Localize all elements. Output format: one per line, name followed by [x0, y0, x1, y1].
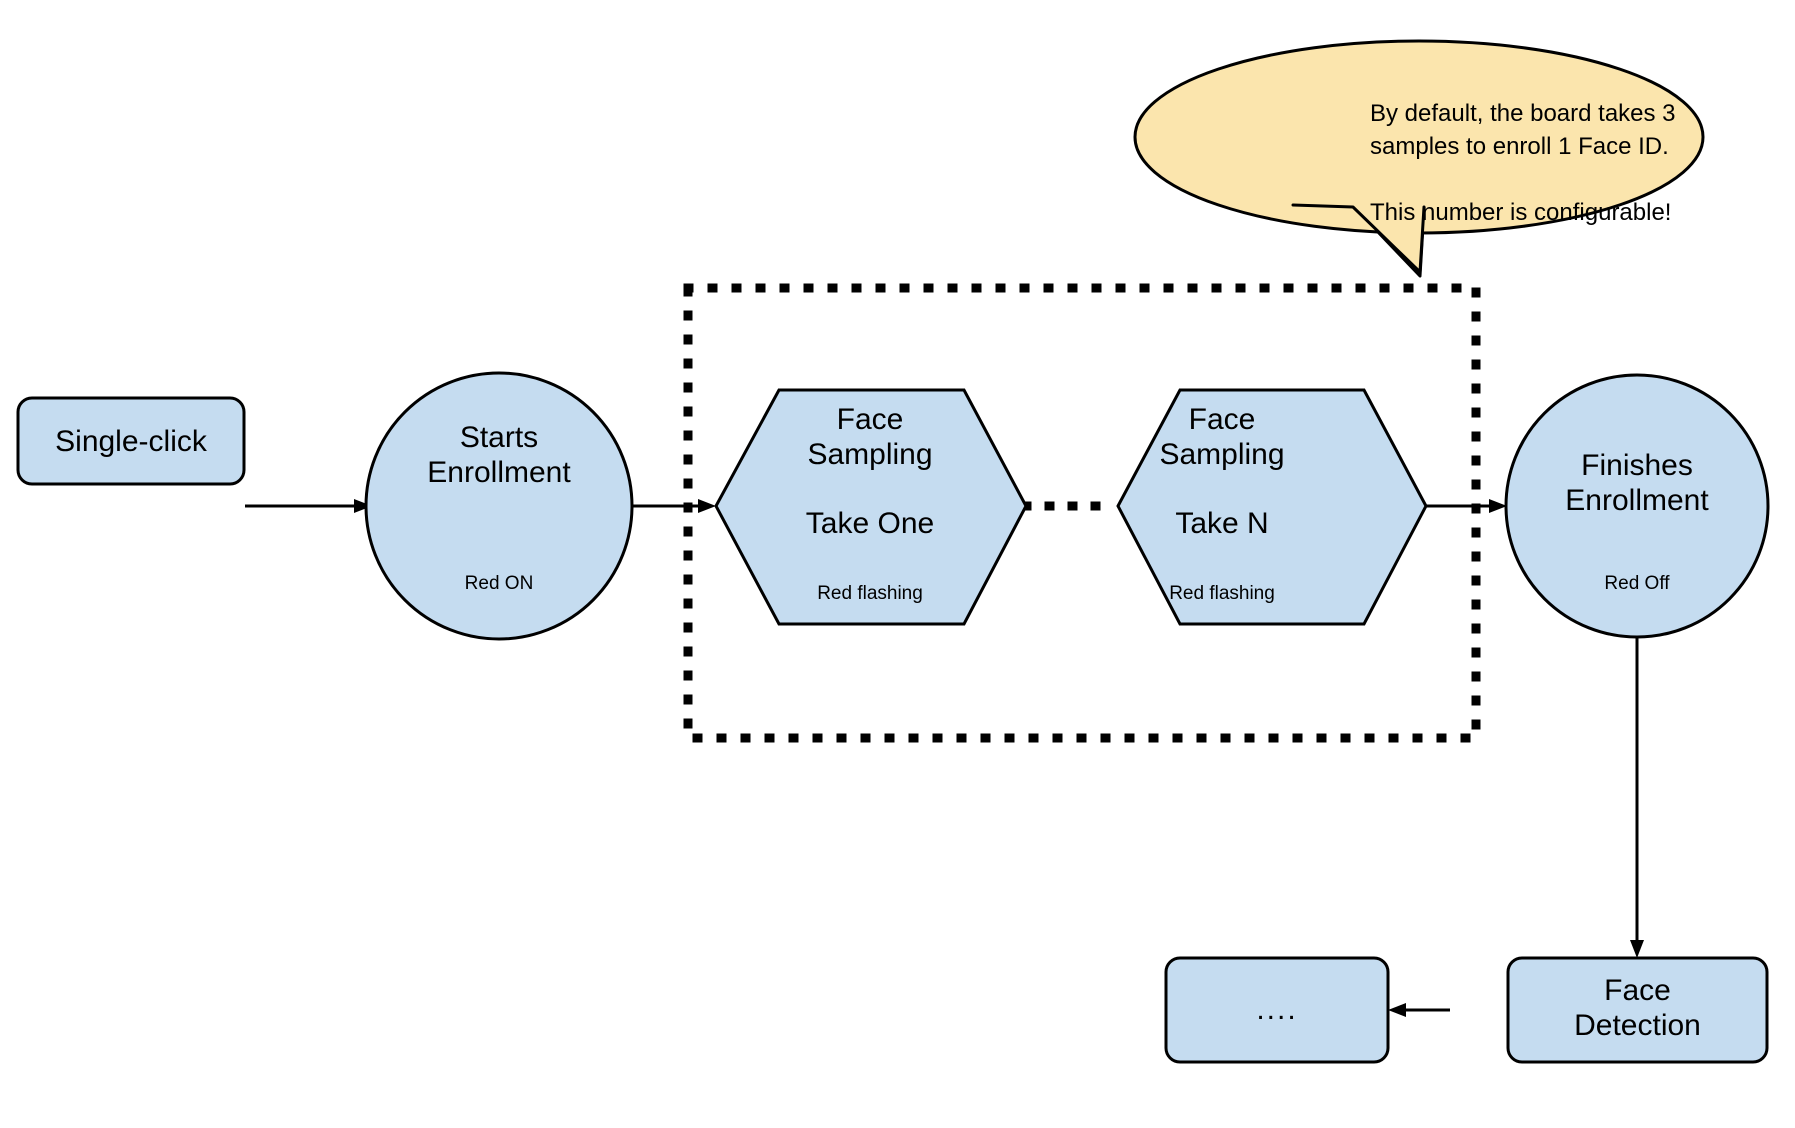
sampling-group-box: [683, 283, 1481, 743]
callout-bubble: [1133, 39, 1705, 278]
node-more-steps[interactable]: [1164, 956, 1390, 1064]
node-face-sampling-one[interactable]: [714, 388, 1028, 626]
edge-single-click-to-starts: [245, 499, 372, 513]
edge-starts-to-sampling-one: [633, 499, 716, 513]
edge-finishes-to-face-detection: [1630, 636, 1644, 958]
node-starts-enrollment[interactable]: [364, 371, 634, 641]
node-finishes-enrollment[interactable]: [1504, 373, 1770, 639]
node-face-detection[interactable]: [1506, 956, 1769, 1064]
edge-sampling-n-to-finishes: [1424, 499, 1507, 513]
node-single-click[interactable]: [16, 396, 246, 486]
edge-face-detection-to-more: [1388, 1003, 1450, 1017]
node-face-sampling-n[interactable]: [1116, 388, 1428, 626]
